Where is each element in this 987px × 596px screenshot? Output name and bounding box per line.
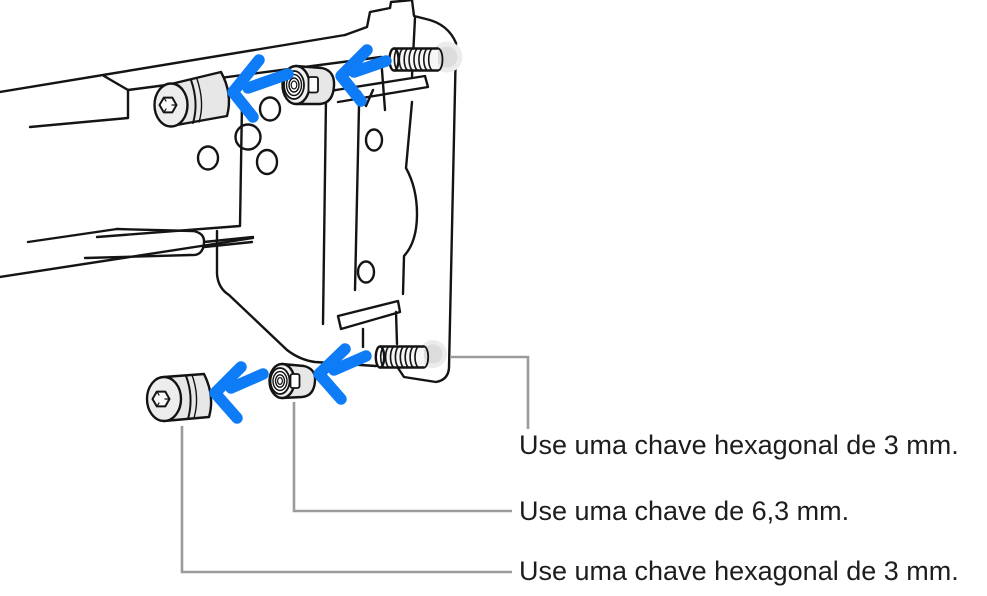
hex-socket-screw-bottom: [145, 372, 213, 423]
hex-socket-screw-top: [153, 70, 231, 128]
bracket-latch: [336, 100, 419, 349]
captive-screw-top: [388, 41, 463, 73]
rail-hole: [258, 96, 282, 122]
latch-hole: [364, 128, 384, 152]
callout-wrench: Use uma chave de 6,3 mm.: [519, 496, 850, 526]
arrow-top-left-icon: [227, 54, 294, 123]
arrow-bottom-left-icon: [209, 361, 269, 424]
arrow-bottom-right-icon: [313, 343, 372, 405]
threaded-standoff-bottom: [268, 362, 317, 400]
leader-line-standoff: [292, 402, 512, 513]
rail-hole: [255, 148, 279, 176]
arrow-top-right-icon: [335, 44, 392, 107]
callout-hex-key-bottom: Use uma chave hexagonal de 3 mm.: [519, 556, 959, 586]
rail-hole: [234, 123, 262, 151]
captive-screw-bottom: [374, 340, 447, 369]
leader-line-top-screw: [450, 355, 530, 429]
rail-hole: [196, 145, 220, 171]
leader-line-bottom-screw: [180, 426, 512, 574]
latch-hole: [356, 260, 376, 284]
callout-hex-key-top: Use uma chave hexagonal de 3 mm.: [519, 430, 959, 460]
